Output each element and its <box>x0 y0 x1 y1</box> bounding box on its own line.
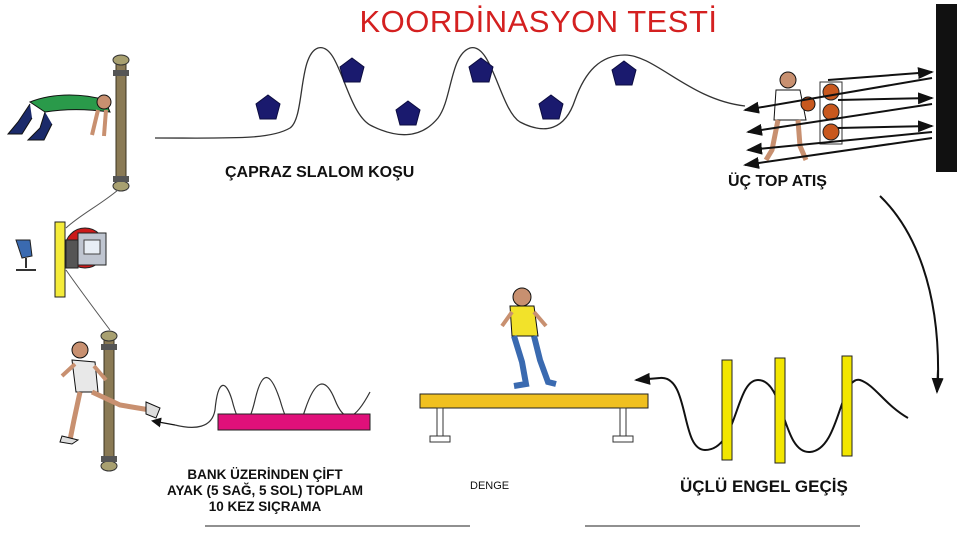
throw-wall <box>936 4 957 172</box>
hurdle-post <box>721 359 733 461</box>
ball-rack <box>819 81 843 145</box>
finish-athlete-figure <box>59 341 161 445</box>
jump-path <box>174 377 371 429</box>
hurdle-post <box>774 357 786 464</box>
start-athlete-figure <box>6 94 112 141</box>
transition-arrow-head <box>931 369 944 394</box>
jump-label-line: BANK ÜZERİNDEN ÇİFT <box>187 467 343 482</box>
hurdle-path-end <box>634 372 661 385</box>
throw-label: ÜÇ TOP ATIŞ <box>728 173 827 190</box>
jump-bench <box>217 413 371 431</box>
throw-arrows <box>743 67 934 169</box>
balance-label: DENGE <box>470 480 510 492</box>
jump-label-line: 10 KEZ SIÇRAMA <box>208 499 322 514</box>
balance-bench <box>419 393 649 443</box>
slalom-cone <box>339 57 365 83</box>
slalom-path <box>154 47 746 139</box>
connector-line <box>65 269 111 331</box>
slalom-label: ÇAPRAZ SLALOM KOŞU <box>225 164 415 181</box>
jump-path-end <box>151 417 176 428</box>
transition-arrow <box>879 195 940 381</box>
diagram-title: KOORDİNASYON TESTİ <box>359 4 718 39</box>
jump-label: BANK ÜZERİNDEN ÇİFT AYAK (5 SAĞ, 5 SOL) … <box>100 467 430 515</box>
slalom-cone <box>255 94 281 120</box>
slalom-cone <box>395 100 421 126</box>
slalom-cone <box>468 57 494 83</box>
balance-walker-figure <box>500 287 557 389</box>
hurdle-post <box>841 355 853 457</box>
slalom-cones <box>255 57 637 126</box>
timer-station <box>15 221 107 298</box>
jump-label-line: AYAK (5 SAĞ, 5 SOL) TOPLAM <box>166 483 364 498</box>
connector-line <box>65 189 119 229</box>
slalom-cone <box>538 94 564 120</box>
start-pole <box>112 54 130 192</box>
hurdles <box>721 355 853 464</box>
hurdle-label: ÜÇLÜ ENGEL GEÇİŞ <box>680 477 848 496</box>
slalom-cone <box>611 60 637 86</box>
